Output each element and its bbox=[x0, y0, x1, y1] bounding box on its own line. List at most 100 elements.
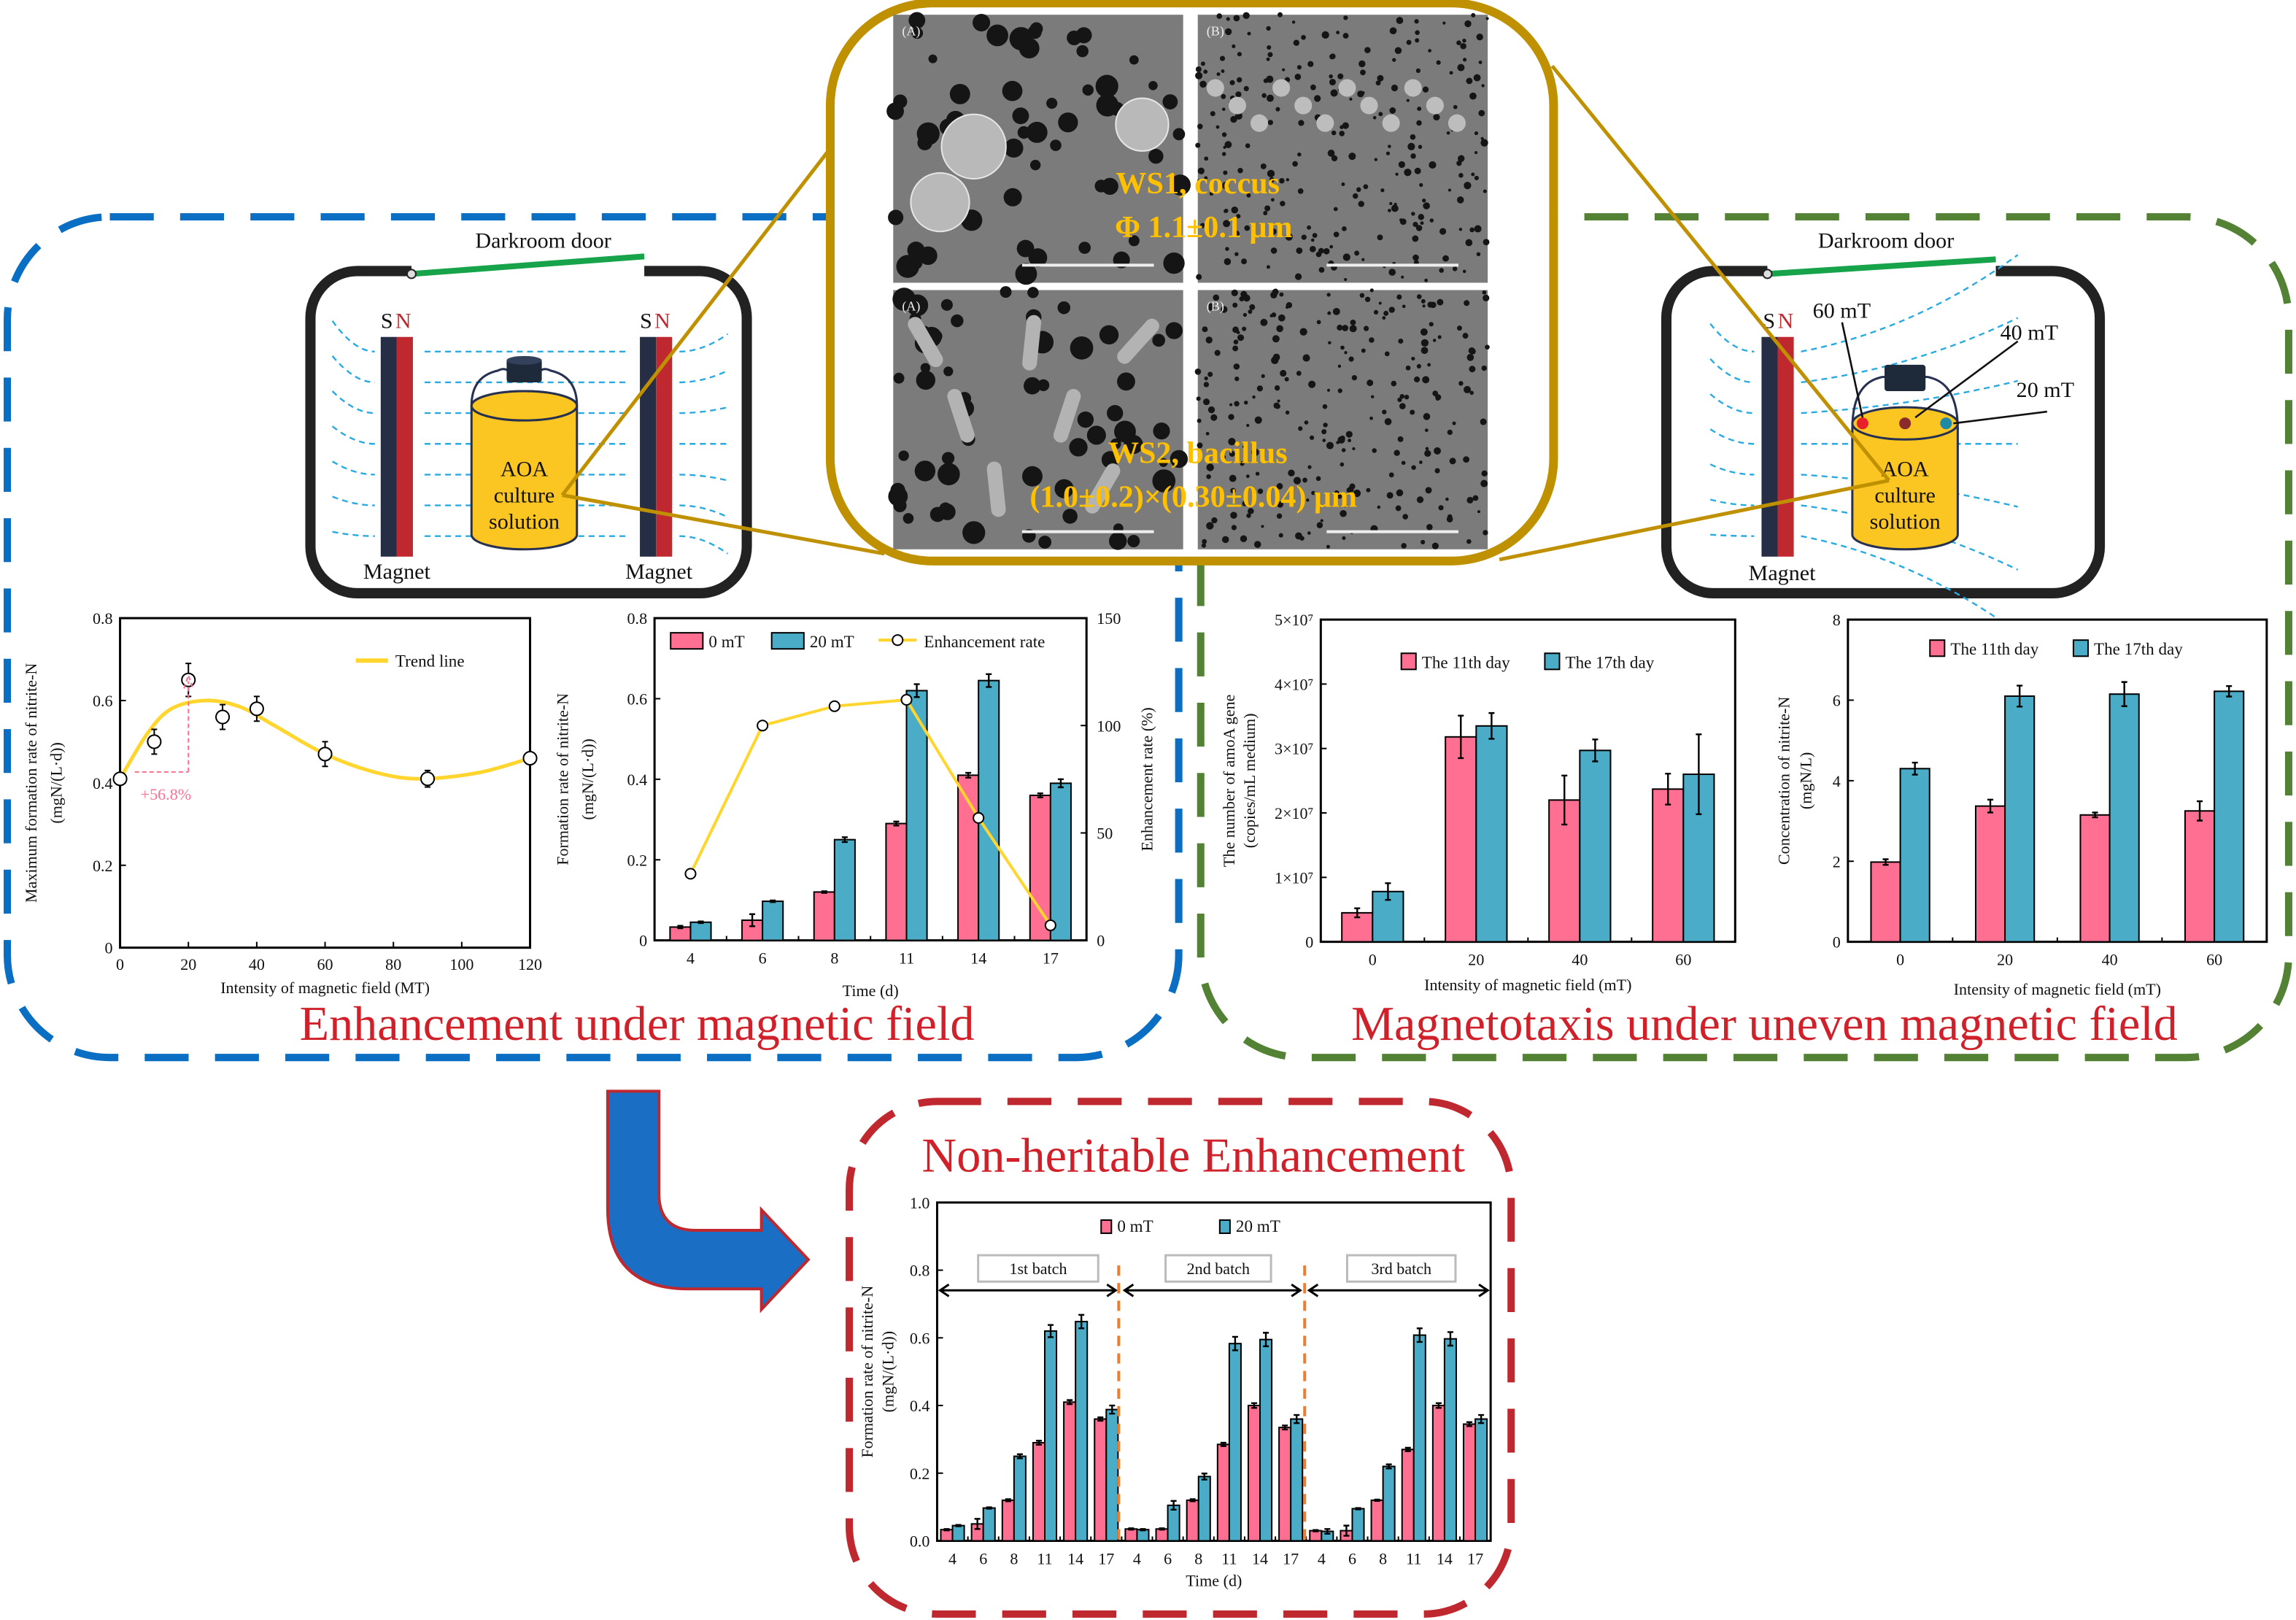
y-tick-label: 4 bbox=[1833, 772, 1841, 790]
y-tick-label: 0.6 bbox=[93, 692, 113, 710]
field-line bbox=[1801, 535, 2019, 634]
error-bar bbox=[955, 1524, 962, 1527]
error-bar bbox=[1251, 1402, 1258, 1409]
bar-series2 bbox=[1228, 1343, 1242, 1542]
error-bar bbox=[2226, 684, 2233, 698]
batch-label: 3rd batch bbox=[1371, 1260, 1431, 1278]
y-tick-label: 0.2 bbox=[910, 1465, 930, 1483]
ws2-label: WS2, bacillus bbox=[1108, 436, 1288, 470]
batch-label: 1st batch bbox=[1009, 1260, 1067, 1278]
bar-series2 bbox=[1351, 1508, 1365, 1542]
data-point bbox=[317, 747, 333, 762]
error-bar bbox=[1447, 1331, 1453, 1347]
legend-label: Enhancement rate bbox=[924, 632, 1045, 651]
legend-swatch bbox=[1544, 652, 1561, 671]
trend-line bbox=[118, 698, 531, 781]
error-bar bbox=[1220, 1441, 1226, 1447]
enhancement-rate-point bbox=[973, 811, 985, 824]
legend-swatch bbox=[1218, 1219, 1231, 1235]
field-line bbox=[679, 333, 729, 353]
bar-series1 bbox=[1029, 794, 1051, 941]
y-axis-label-units: (mgN/(L·d)) bbox=[579, 738, 597, 820]
bar-series2 bbox=[762, 900, 784, 941]
y-tick-label: 0 bbox=[639, 932, 647, 950]
x-tick-label: 14 bbox=[1252, 1550, 1268, 1568]
error-bar bbox=[2197, 800, 2203, 822]
bar-series2 bbox=[1899, 768, 1930, 943]
field-line bbox=[1709, 463, 1755, 476]
error-bar bbox=[697, 920, 704, 925]
plot-frame bbox=[119, 617, 532, 949]
error-bar bbox=[1232, 1335, 1238, 1351]
enhancement-annotation-arrow bbox=[134, 673, 194, 773]
x-tick-label: 14 bbox=[970, 949, 986, 968]
x-axis-label: Time (d) bbox=[843, 981, 899, 1000]
sem-panel-label: (A) bbox=[902, 23, 920, 39]
x-tick-label: 120 bbox=[518, 955, 542, 973]
y-axis-label-units: (mgN/(L·d)) bbox=[47, 742, 65, 824]
x-tick-label: 4 bbox=[687, 949, 695, 968]
culture-bottle: AOA culture solution bbox=[470, 355, 579, 551]
x-tick-label: 8 bbox=[1379, 1550, 1387, 1568]
bar-series2 bbox=[2004, 695, 2036, 943]
error-bar bbox=[1201, 1473, 1207, 1481]
field-line bbox=[1709, 323, 1755, 353]
field-label-40mt: 40 mT bbox=[2001, 320, 2058, 345]
magnet-left-s bbox=[380, 336, 397, 557]
bar-series1 bbox=[885, 822, 908, 941]
field-line bbox=[1801, 254, 2019, 352]
enhancement-rate-point bbox=[757, 720, 769, 732]
y-axis-label-units: (mgN/L) bbox=[1797, 752, 1815, 809]
error-bar bbox=[1035, 1440, 1042, 1446]
error-bar bbox=[1097, 1416, 1104, 1422]
bar-series2 bbox=[1443, 1338, 1457, 1542]
legend-label: 20 mT bbox=[1236, 1216, 1280, 1235]
error-bar bbox=[1478, 1413, 1485, 1424]
sample-point-60mt bbox=[1856, 417, 1868, 430]
x-tick-label: 17 bbox=[1098, 1550, 1114, 1568]
x-tick-label: 60 bbox=[1675, 951, 1691, 969]
legend-label: The 11th day bbox=[1422, 652, 1510, 671]
y-axis-label-units: (copies/mL medium) bbox=[1240, 713, 1259, 848]
error-bar bbox=[749, 913, 756, 927]
y-tick-label: 8 bbox=[1833, 611, 1841, 629]
legend-label: The 17th day bbox=[2094, 639, 2183, 658]
plot-frame bbox=[653, 617, 1088, 942]
y-tick-label: 0.8 bbox=[627, 609, 648, 628]
error-bar bbox=[965, 771, 972, 779]
field-label-60mt: 60 mT bbox=[1813, 298, 1871, 323]
error-bar bbox=[1067, 1399, 1073, 1405]
legend-label: 20 mT bbox=[810, 632, 854, 651]
error-bar bbox=[1987, 798, 1994, 814]
error-bar bbox=[1343, 1524, 1350, 1537]
darkroom-box bbox=[305, 266, 752, 598]
nonheritable-title: Non-heritable Enhancement bbox=[921, 1130, 1465, 1183]
y-tick-label: 1×10⁷ bbox=[1275, 868, 1313, 887]
bar-series2 bbox=[978, 679, 1000, 941]
x-tick-label: 4 bbox=[948, 1550, 956, 1568]
x-tick-label: 20 bbox=[1468, 951, 1484, 969]
field-line bbox=[331, 425, 375, 445]
x-tick-label: 20 bbox=[1997, 951, 2013, 969]
y-tick-label: 1.0 bbox=[910, 1194, 930, 1212]
batch-range-arrow bbox=[1122, 1284, 1302, 1297]
bar-series1 bbox=[1155, 1528, 1169, 1542]
darkroom-door-label: Darkroom door bbox=[475, 228, 611, 252]
error-bar bbox=[2092, 811, 2098, 819]
error-bar bbox=[821, 890, 827, 894]
x-tick-label: 8 bbox=[1194, 1550, 1202, 1568]
x-tick-label: 11 bbox=[1221, 1550, 1237, 1568]
bar-series2 bbox=[1049, 782, 1072, 941]
bar-series1 bbox=[1370, 1499, 1384, 1542]
bar-series1 bbox=[1870, 861, 1901, 943]
error-bar bbox=[1005, 1498, 1011, 1503]
culture-bottle: AOA culture solution bbox=[1851, 364, 1959, 551]
x-tick-label: 11 bbox=[899, 949, 914, 968]
x-tick-label: 80 bbox=[385, 955, 401, 973]
bar-series1 bbox=[1278, 1427, 1292, 1542]
x-tick-label: 17 bbox=[1283, 1550, 1299, 1568]
darkroom-box bbox=[1661, 266, 2106, 598]
error-bar bbox=[1882, 858, 1889, 866]
magnetotaxis-title: Magnetotaxis under uneven magnetic field bbox=[1351, 998, 2178, 1051]
magnet-s bbox=[1761, 336, 1778, 557]
